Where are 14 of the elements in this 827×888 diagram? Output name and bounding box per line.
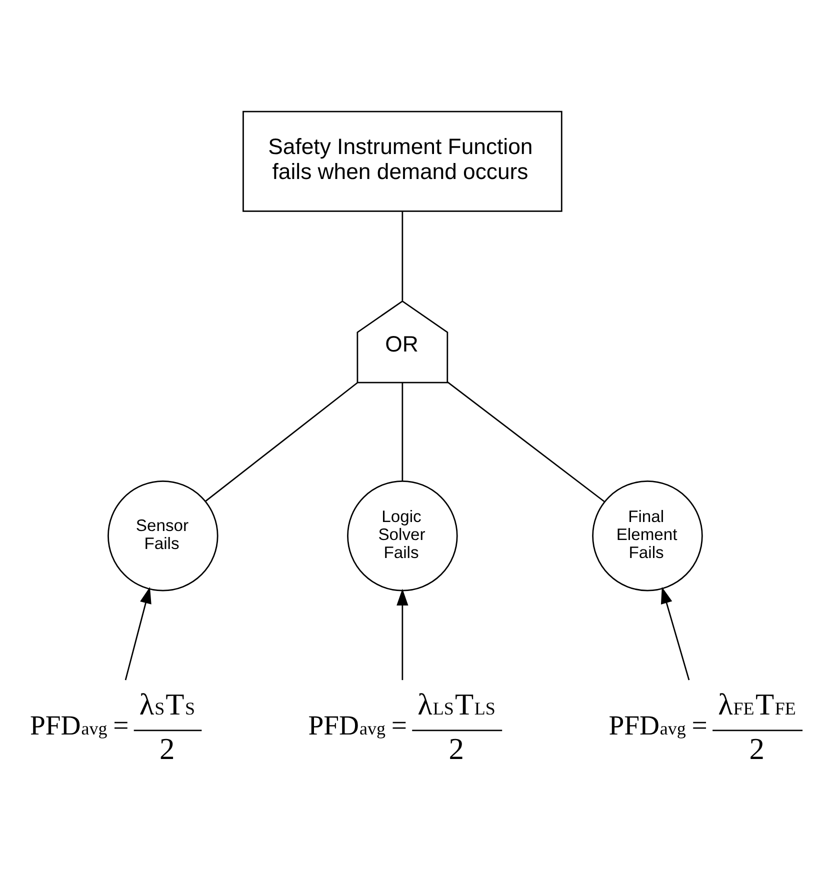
node-text: PFDavg = λFETFE 2 — [608, 687, 796, 766]
node-circle: Sensor Fails — [108, 480, 218, 591]
arrow — [124, 586, 152, 680]
connector — [447, 381, 605, 502]
node-text: PFDavg = λLSTLS 2 — [308, 687, 496, 766]
connector — [402, 382, 404, 480]
node-box: Safety Instrument Function fails when demand occurs — [242, 110, 562, 212]
arrow — [660, 586, 690, 680]
connector — [402, 211, 404, 300]
node-text: PFDavg = λSTS 2 — [30, 687, 196, 766]
connector — [205, 382, 358, 502]
node-circle: Logic Solver Fails — [347, 480, 458, 591]
arrow — [396, 588, 408, 680]
node-circle: Final Element Fails — [592, 480, 703, 591]
